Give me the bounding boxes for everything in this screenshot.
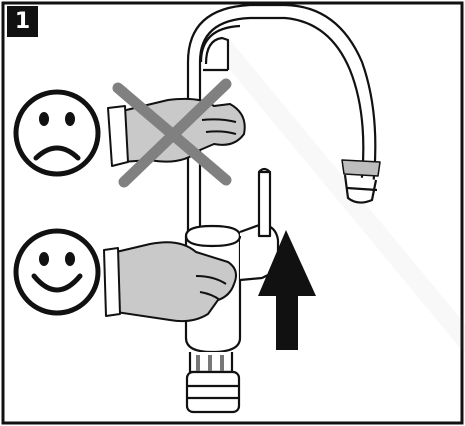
happy-face-icon <box>16 231 98 313</box>
step-number-badge: 1 <box>7 6 38 37</box>
sad-face-icon <box>16 92 98 174</box>
